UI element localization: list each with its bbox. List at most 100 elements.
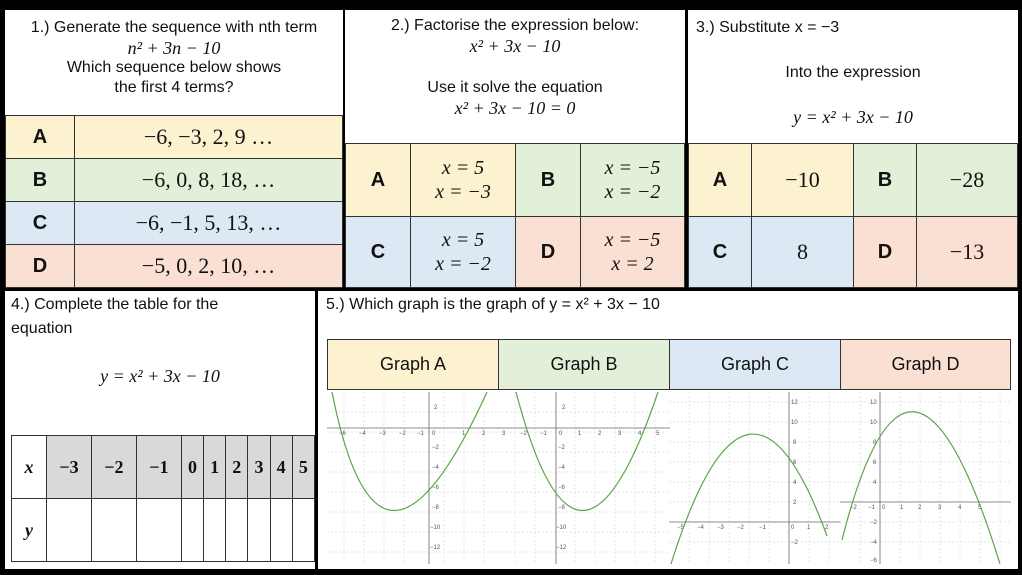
svg-text:10: 10	[791, 420, 798, 426]
svg-text:4: 4	[638, 431, 642, 437]
svg-text:1: 1	[807, 525, 811, 531]
y-input-cell[interactable]	[135, 498, 182, 562]
q2-option-c-value[interactable]: x = 5 x = −2	[410, 216, 516, 288]
svg-text:−1: −1	[759, 525, 767, 531]
svg-text:1: 1	[578, 431, 582, 437]
q3-option-b-letter[interactable]: B	[853, 143, 917, 217]
svg-text:−2: −2	[558, 445, 566, 451]
svg-text:4: 4	[793, 480, 797, 486]
y-input-cell[interactable]	[46, 498, 92, 562]
svg-text:4: 4	[958, 505, 962, 511]
svg-text:2: 2	[434, 405, 438, 411]
svg-text:−2: −2	[520, 431, 528, 437]
value-table: x −3 −2 −1 0 1 2 3 4 5 y	[11, 435, 316, 562]
parabola-curve	[670, 433, 828, 564]
q3-option-a-value[interactable]: −10	[751, 143, 854, 217]
q3-option-c-value[interactable]: 8	[751, 216, 854, 288]
q3-title: 3.) Substitute x = −3	[696, 19, 840, 36]
q1-option-a-value[interactable]: −6, −3, 2, 9 …	[74, 115, 343, 159]
y-input-cell[interactable]	[291, 498, 316, 562]
q2-option-a-letter[interactable]: A	[345, 143, 411, 217]
svg-text:−6: −6	[432, 485, 440, 491]
q1-question-line1: Which sequence below shows	[66, 59, 282, 76]
y-input-cell[interactable]	[247, 498, 271, 562]
q3-option-d-value[interactable]: −13	[916, 216, 1018, 288]
svg-text:−4: −4	[432, 465, 440, 471]
graph-d-label[interactable]: Graph D	[840, 339, 1011, 390]
x-value-cell: 4	[269, 435, 293, 499]
x-value-cell: −2	[90, 435, 137, 499]
svg-text:4: 4	[873, 480, 877, 486]
question-1-panel: 1.) Generate the sequence with nth term …	[5, 10, 343, 288]
q3-expression: y = x² + 3x − 10	[793, 107, 913, 127]
svg-text:0: 0	[882, 505, 886, 511]
q4-equation: y = x² + 3x − 10	[100, 366, 220, 386]
x-value-cell: 3	[247, 435, 271, 499]
svg-text:−6: −6	[339, 431, 347, 437]
q2-option-b-letter[interactable]: B	[515, 143, 581, 217]
y-input-cell[interactable]	[180, 498, 205, 562]
svg-text:−2: −2	[432, 445, 440, 451]
svg-text:2: 2	[918, 505, 922, 511]
svg-text:8: 8	[873, 440, 877, 446]
q2-expression: x² + 3x − 10	[469, 36, 561, 56]
svg-text:−2: −2	[737, 525, 745, 531]
svg-text:5: 5	[978, 505, 982, 511]
y-input-cell[interactable]	[269, 498, 293, 562]
svg-text:1: 1	[900, 505, 904, 511]
svg-text:−3: −3	[717, 525, 725, 531]
svg-text:12: 12	[870, 400, 877, 406]
svg-text:3: 3	[618, 431, 622, 437]
q1-option-d-value[interactable]: −5, 0, 2, 10, …	[74, 244, 343, 288]
q4-title-line1: 4.) Complete the table for the	[11, 296, 219, 313]
q2-option-c-letter[interactable]: C	[345, 216, 411, 288]
svg-text:−4: −4	[359, 431, 367, 437]
svg-text:−3: −3	[379, 431, 387, 437]
svg-text:−6: −6	[558, 485, 566, 491]
graph-b-label[interactable]: Graph B	[498, 339, 670, 390]
svg-text:−12: −12	[556, 545, 567, 551]
graph-a-label[interactable]: Graph A	[327, 339, 499, 390]
q2-option-d-letter[interactable]: D	[515, 216, 581, 288]
q1-option-a-letter[interactable]: A	[5, 115, 75, 159]
svg-text:2: 2	[482, 431, 486, 437]
svg-text:−1: −1	[868, 505, 876, 511]
y-input-cell[interactable]	[203, 498, 227, 562]
q4-title-line2: equation	[11, 320, 73, 337]
svg-text:−2: −2	[850, 505, 858, 511]
svg-text:2: 2	[793, 500, 797, 506]
q2-option-a-value[interactable]: x = 5 x = −3	[410, 143, 516, 217]
q2-equation: x² + 3x − 10 = 0	[454, 98, 576, 118]
svg-text:5: 5	[656, 431, 660, 437]
q2-option-d-value[interactable]: x = −5 x = 2	[580, 216, 685, 288]
q3-option-b-value[interactable]: −28	[916, 143, 1018, 217]
svg-text:0: 0	[791, 525, 795, 531]
q1-option-c-letter[interactable]: C	[5, 201, 75, 245]
q1-option-b-letter[interactable]: B	[5, 158, 75, 202]
q1-option-c-value[interactable]: −6, −1, 5, 13, …	[74, 201, 343, 245]
q1-nth-term: n² + 3n − 10	[127, 38, 221, 58]
x-value-cell: −3	[46, 435, 92, 499]
row-x-label: x	[11, 435, 47, 499]
q1-option-b-value[interactable]: −6, 0, 8, 18, …	[74, 158, 343, 202]
q1-option-d-letter[interactable]: D	[5, 244, 75, 288]
q2-option-b-value[interactable]: x = −5 x = −2	[580, 143, 685, 217]
svg-text:2: 2	[562, 405, 566, 411]
row-y-label: y	[11, 498, 47, 562]
y-input-cell[interactable]	[90, 498, 137, 562]
q3-option-c-letter[interactable]: C	[688, 216, 752, 288]
q2-title: 2.) Factorise the expression below:	[390, 17, 640, 34]
svg-text:−10: −10	[430, 525, 441, 531]
svg-text:2: 2	[598, 431, 602, 437]
graph-c-label[interactable]: Graph C	[669, 339, 841, 390]
q3-option-a-letter[interactable]: A	[688, 143, 752, 217]
parabola-curve	[515, 392, 659, 512]
parabola-curve	[841, 411, 1001, 564]
q3-option-d-letter[interactable]: D	[853, 216, 917, 288]
svg-text:−10: −10	[556, 525, 567, 531]
y-input-cell[interactable]	[225, 498, 249, 562]
